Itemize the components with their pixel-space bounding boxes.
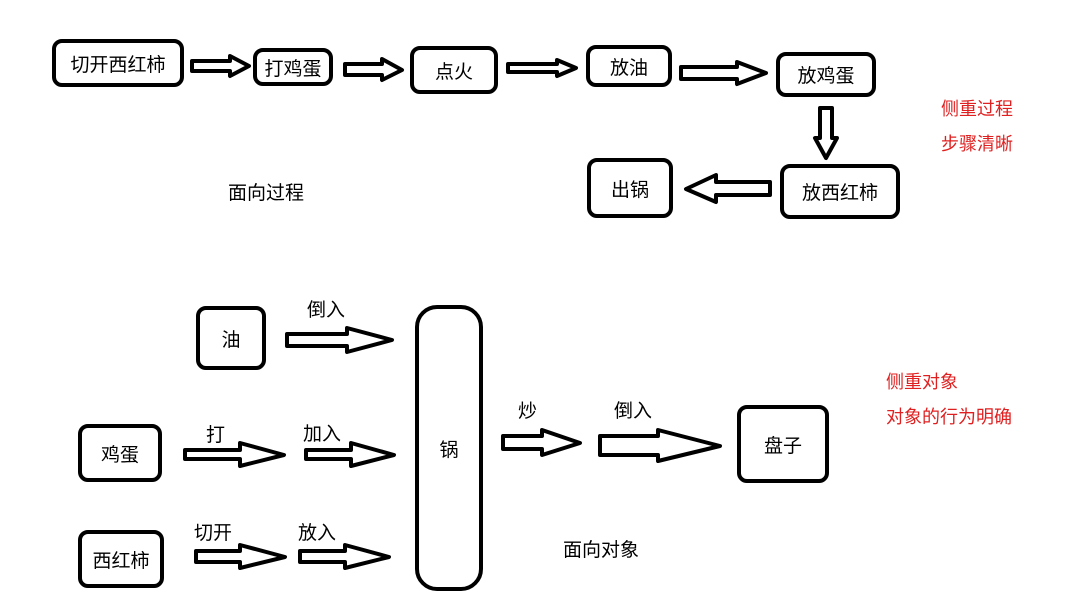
step-add-oil: 放油 bbox=[586, 45, 672, 87]
label-stir-fry: 炒 bbox=[518, 400, 538, 422]
process-title: 面向过程 bbox=[228, 182, 305, 204]
label-egg-beat: 打 bbox=[206, 424, 226, 446]
plate: 盘子 bbox=[737, 405, 829, 483]
arrow-egg-to-fire bbox=[343, 57, 404, 82]
step-beat-egg: 打鸡蛋 bbox=[253, 48, 333, 86]
arrow-oil-to-egg bbox=[679, 60, 768, 86]
step-cut-tomato: 切开西红柿 bbox=[52, 39, 184, 87]
object-note-1: 侧重对象 bbox=[886, 372, 958, 393]
pan: 锅 bbox=[415, 305, 483, 591]
ingredient-oil: 油 bbox=[196, 306, 266, 370]
ingredient-tomato: 西红柿 bbox=[78, 530, 164, 588]
label-oil-pour: 倒入 bbox=[307, 299, 346, 321]
process-note-1: 侧重过程 bbox=[941, 99, 1013, 120]
arrow-egg-to-tomato-down bbox=[813, 106, 839, 160]
arrow-tomato-put bbox=[298, 543, 391, 570]
arrow-egg-add bbox=[304, 441, 396, 468]
step-add-egg: 放鸡蛋 bbox=[776, 52, 876, 97]
arrow-cut-to-egg bbox=[190, 54, 251, 78]
step-add-tomato: 放西红柿 bbox=[780, 164, 900, 219]
label-egg-add: 加入 bbox=[303, 423, 342, 445]
label-tomato-cut: 切开 bbox=[194, 522, 233, 544]
step-serve: 出锅 bbox=[587, 158, 673, 218]
label-plate-pour: 倒入 bbox=[614, 400, 653, 422]
arrow-egg-beat bbox=[183, 441, 286, 468]
ingredient-egg: 鸡蛋 bbox=[78, 424, 162, 482]
arrow-plate-pour bbox=[598, 428, 722, 463]
arrow-tomato-to-out bbox=[684, 173, 772, 204]
step-light-fire: 点火 bbox=[410, 46, 498, 94]
object-note-2: 对象的行为明确 bbox=[886, 407, 1012, 428]
object-title: 面向对象 bbox=[563, 539, 640, 561]
process-note-2: 步骤清晰 bbox=[941, 134, 1013, 155]
arrow-stir-fry bbox=[501, 428, 582, 457]
arrow-oil-pour bbox=[285, 326, 394, 354]
arrow-tomato-cut bbox=[194, 543, 287, 570]
arrow-fire-to-oil bbox=[506, 58, 578, 78]
label-tomato-put: 放入 bbox=[298, 522, 337, 544]
